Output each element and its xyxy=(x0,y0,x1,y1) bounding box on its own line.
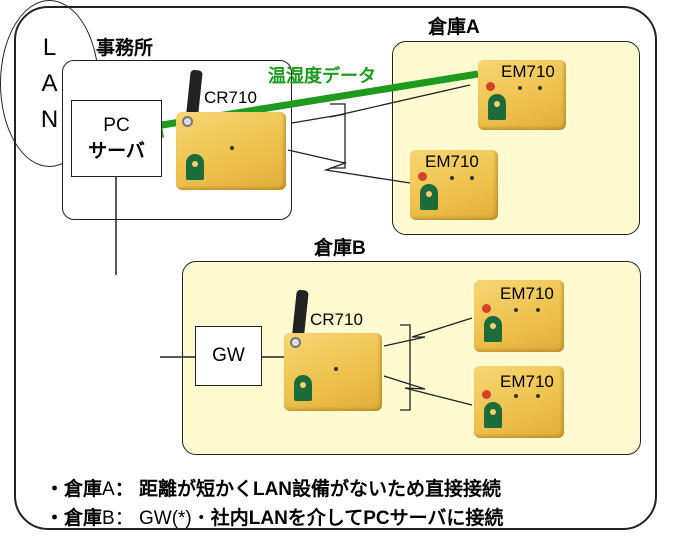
wireless-link-warehouse-a xyxy=(287,84,471,184)
receiver-device-warehouse-b xyxy=(284,333,382,411)
device-logo-icon xyxy=(420,184,438,210)
device-logo-icon xyxy=(484,316,502,342)
wireless-link-warehouse-b xyxy=(383,317,473,411)
note-warehouse-a: ・倉庫A： 距離が短かくLAN設備がないため直接接続 xyxy=(45,479,502,500)
sensor-device-a2 xyxy=(410,150,498,220)
device-logo-icon xyxy=(488,94,506,120)
device-logo-icon xyxy=(294,375,312,401)
receiver-label-warehouse-b: CR710 xyxy=(310,310,363,329)
mounting-hole-icon xyxy=(182,116,193,127)
device-logo-icon xyxy=(484,402,502,428)
pc-server-line2: サーバ xyxy=(88,140,145,162)
office-title: 事務所 xyxy=(96,38,154,59)
lan-letter-l: L xyxy=(42,33,57,61)
sensor-device-b1 xyxy=(474,280,564,352)
sensor-label-b2: EM710 xyxy=(500,372,554,391)
sensor-device-a1 xyxy=(478,60,566,130)
lan-letter-a: A xyxy=(41,69,58,97)
sensor-label-b1: EM710 xyxy=(500,284,554,303)
warehouse-b-title: 倉庫B xyxy=(314,238,366,259)
receiver-label-office: CR710 xyxy=(204,88,257,107)
gateway-box: GW xyxy=(195,326,262,386)
sensor-label-a1: EM710 xyxy=(501,62,555,81)
device-logo-icon xyxy=(186,154,204,180)
sensor-device-b2 xyxy=(474,366,564,438)
lan-letter-n: N xyxy=(40,105,59,133)
receiver-device-office xyxy=(176,112,286,190)
note-warehouse-b: ・倉庫B： GW(*)・社内LANを介してPCサーバに接続 xyxy=(45,508,504,529)
warehouse-a-title: 倉庫A xyxy=(428,17,480,38)
data-flow-label: 温湿度データ xyxy=(268,66,376,86)
mounting-hole-icon xyxy=(290,337,301,348)
sensor-label-a2: EM710 xyxy=(425,152,479,171)
pc-server-line1: PC xyxy=(103,114,130,136)
outer-frame xyxy=(14,6,657,530)
pc-server: PC サーバ xyxy=(71,100,162,177)
